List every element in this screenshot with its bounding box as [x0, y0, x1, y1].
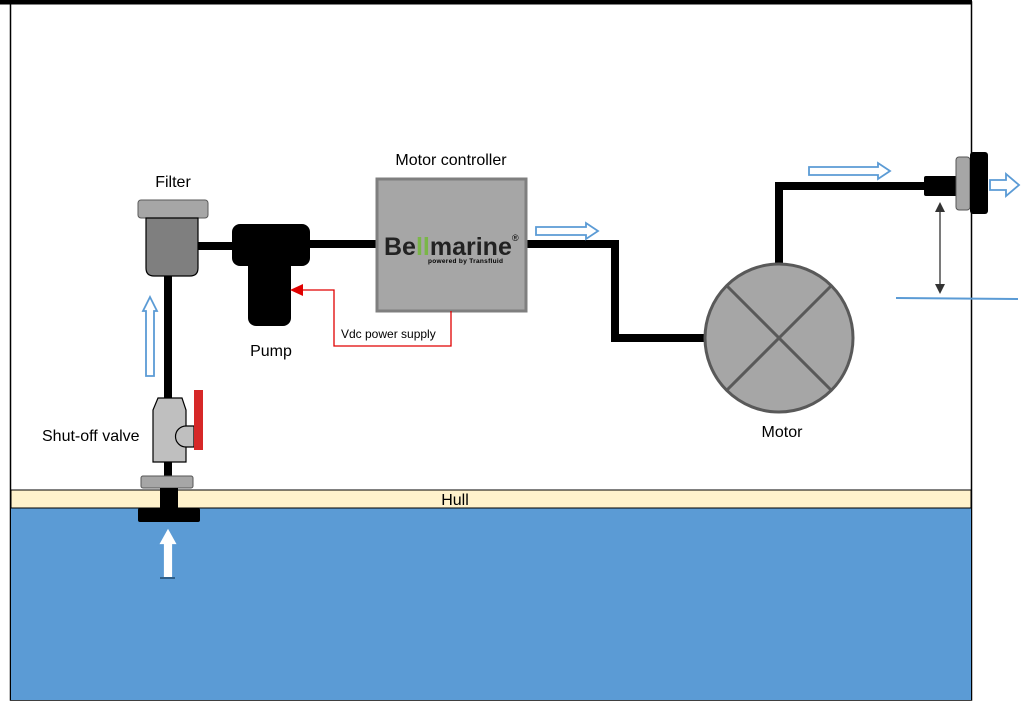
- flow-arrow-right-exit: [989, 172, 1021, 198]
- outlet-flange: [955, 156, 971, 211]
- motor-controller-box: [375, 177, 528, 313]
- brand-logo: Bellmarine: [384, 233, 512, 261]
- inlet-base: [138, 508, 200, 522]
- waterline-marker: [895, 297, 1019, 300]
- flow-arrow-right-outlet-pipe: [808, 161, 892, 181]
- registered-mark: ®: [512, 233, 519, 243]
- height-dimension-arrow-top: [935, 202, 945, 212]
- power-supply-arrowhead: [290, 284, 303, 296]
- outlet-nut: [924, 176, 958, 196]
- hull-label: Hull: [441, 492, 469, 509]
- motor-cross-line: [725, 284, 833, 392]
- shut-off-valve: [152, 390, 203, 463]
- filter-cap: [137, 199, 209, 219]
- valve-body: [152, 397, 187, 463]
- inlet-through-hull: [160, 488, 178, 510]
- flow-arrow-right-controller: [535, 221, 600, 241]
- motor-controller-label: Motor controller: [395, 152, 507, 169]
- brand-prefix: Be: [384, 233, 416, 261]
- brand-tagline: powered by Transfluid: [428, 258, 503, 265]
- motor-controller: Bellmarine ® powered by Transfluid: [375, 177, 528, 313]
- motor: [703, 262, 855, 414]
- height-dimension-arrow-bottom: [935, 284, 945, 294]
- brand-highlight: ll: [416, 233, 430, 261]
- power-supply-line: [302, 289, 452, 347]
- pump-body: [248, 250, 291, 326]
- inlet-flange: [140, 475, 194, 489]
- pipe-motor-to-outlet: [775, 182, 928, 270]
- flow-arrows: [141, 161, 1021, 579]
- vdc-power-supply-label: Vdc power supply: [341, 327, 436, 341]
- filter: [137, 199, 209, 277]
- filter-body: [145, 217, 199, 277]
- flow-arrow-up-pipe: [141, 294, 159, 377]
- motor-label: Motor: [762, 424, 804, 441]
- brand-suffix: marine: [430, 233, 512, 261]
- outlet-hull-plate: [970, 152, 988, 214]
- shut-off-valve-label: Shut-off valve: [42, 428, 140, 445]
- water-area: [11, 508, 971, 700]
- hull-band: [10, 489, 972, 509]
- filter-label: Filter: [155, 174, 191, 191]
- outlet-fitting: [924, 152, 988, 214]
- pipe-controller-to-motor: [525, 240, 708, 342]
- valve-stem: [174, 425, 195, 448]
- pipe-network: [164, 182, 928, 480]
- pump: [232, 224, 310, 326]
- valve-handle: [194, 390, 203, 450]
- pump-label: Pump: [250, 343, 292, 360]
